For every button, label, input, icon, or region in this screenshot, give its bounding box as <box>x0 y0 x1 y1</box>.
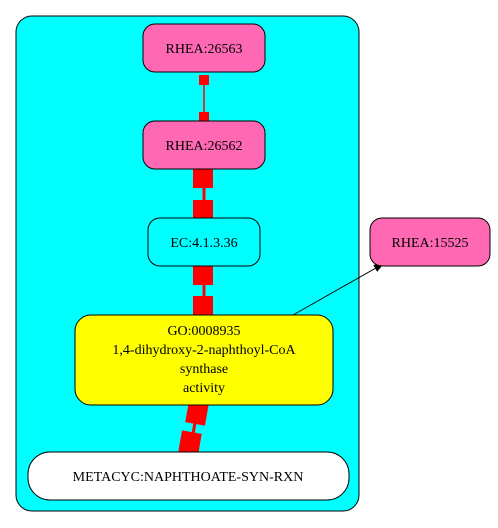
node-go[interactable]: GO:0008935 1,4-dihydroxy-2-naphthoyl-CoA… <box>74 314 334 406</box>
node-rhea-26562-label: RHEA:26562 <box>166 139 243 154</box>
node-rhea-26563[interactable]: RHEA:26563 <box>142 23 266 73</box>
node-go-line-4: activity <box>183 381 225 396</box>
edge-go-rhea15525 <box>292 263 384 316</box>
node-ec[interactable]: EC:4.1.3.36 <box>147 217 261 267</box>
node-ec-label: EC:4.1.3.36 <box>170 236 237 251</box>
edge-go-metacyc <box>178 400 209 456</box>
node-go-line-2: 1,4-dihydroxy-2-naphthoyl-CoA <box>112 343 296 358</box>
node-go-line-1: GO:0008935 <box>167 324 240 339</box>
node-rhea-26563-label: RHEA:26563 <box>166 42 243 57</box>
node-rhea-15525[interactable]: RHEA:15525 <box>369 217 491 267</box>
edge-rhea26562-ec <box>193 166 213 222</box>
node-go-line-3: synthase <box>180 362 228 377</box>
node-metacyc-label: METACYC:NAPHTHOATE-SYN-RXN <box>73 470 304 485</box>
edges <box>178 75 384 456</box>
node-metacyc[interactable]: METACYC:NAPHTHOATE-SYN-RXN <box>27 451 350 501</box>
node-rhea-15525-label: RHEA:15525 <box>392 236 469 251</box>
edge-rhea26563-rhea26562 <box>199 75 209 122</box>
edge-ec-go <box>193 263 213 318</box>
node-rhea-26562[interactable]: RHEA:26562 <box>142 120 266 170</box>
